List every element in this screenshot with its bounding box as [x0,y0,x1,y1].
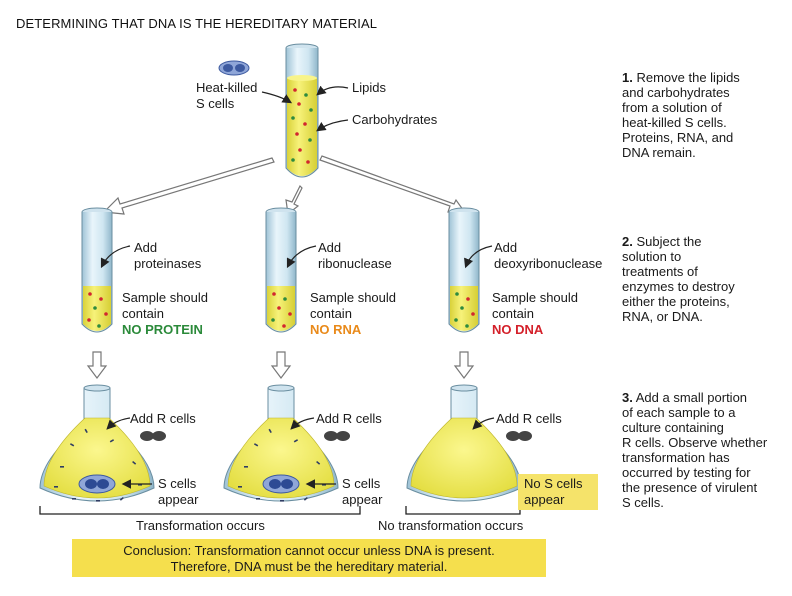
step-1-num: 1. [622,70,633,85]
carbohydrates-pointer [316,119,349,132]
step-1: 1. Remove the lipids and carbohydrates f… [622,70,792,160]
col1-add-r: Add R cells [130,411,196,426]
outcome-brackets [39,506,521,515]
step-3-num: 3. [622,390,633,405]
flask-2 [223,384,339,502]
no-s-cells-highlight [518,474,598,510]
col3-sample2: contain [492,306,534,321]
col2-result: NO RNA [310,322,362,337]
proteinases-pointer [100,245,131,269]
col1-sample1: Sample should [122,290,208,305]
step-2-num: 2. [622,234,633,249]
col3-outcome1: No S cells [524,476,583,491]
no-transformation-label: No transformation occurs [378,518,524,533]
col1-outcome1: S cells [158,476,197,491]
r-cells-icons [140,431,532,441]
conclusion-box: Conclusion: Transformation cannot occur … [72,539,546,577]
add-r-pointer-2 [290,417,315,430]
col1-enzyme: proteinases [134,256,202,271]
step-2: 2. Subject the solution to treatments of… [622,234,792,324]
tube-proteinases [81,207,113,333]
step-3-text: Add a small portion of each sample to a … [622,390,768,510]
tube-deoxyribonuclease [448,207,480,333]
carbohydrates-label: Carbohydrates [352,112,438,127]
col3-sample1: Sample should [492,290,578,305]
deoxyribonuclease-pointer [464,245,493,269]
heat-killed-label-line1: Heat-killed [196,80,258,95]
col2-outcome1: S cells [342,476,381,491]
col1-result: NO PROTEIN [122,322,203,337]
tube-ribonuclease [265,207,297,333]
conclusion-line2: Therefore, DNA must be the hereditary ma… [170,559,448,574]
add-r-pointer-1 [106,417,131,430]
col1-sample2: contain [122,306,164,321]
col2-outcome2: appear [342,492,383,507]
top-test-tube [285,43,319,178]
down-arrows [86,351,475,379]
col1-outcome2: appear [158,492,199,507]
col3-result: NO DNA [492,322,544,337]
molecule-dots [291,88,313,164]
transformation-occurs-label: Transformation occurs [136,518,265,533]
step-2-text: Subject the solution to treatments of en… [622,234,735,324]
page-title: DETERMINING THAT DNA IS THE HEREDITARY M… [16,16,378,31]
ribonuclease-pointer [286,245,317,269]
lipids-label: Lipids [352,80,386,95]
lipids-pointer [316,85,349,96]
col1-add: Add [134,240,158,255]
col3-add-r: Add R cells [496,411,562,426]
flask-3 [406,384,522,502]
step-1-text: Remove the lipids and carbohydrates from… [622,70,740,160]
col3-enzyme: deoxyribonuclease [494,256,603,271]
col3-add: Add [494,240,518,255]
col3-outcome2: appear [524,492,565,507]
conclusion-line1: Conclusion: Transformation cannot occur … [123,543,495,558]
col2-add-r: Add R cells [316,411,382,426]
heat-killed-s-cells-icon [218,60,250,76]
col2-enzyme: ribonuclease [318,256,392,271]
heat-killed-label-line2: S cells [196,96,235,111]
col2-sample1: Sample should [310,290,396,305]
flask-1 [39,384,155,502]
split-arrows [102,155,468,216]
col2-sample2: contain [310,306,352,321]
col2-add: Add [318,240,342,255]
heat-killed-pointer [261,91,293,104]
add-r-pointer-3 [472,417,495,430]
step-3: 3. Add a small portion of each sample to… [622,390,792,510]
